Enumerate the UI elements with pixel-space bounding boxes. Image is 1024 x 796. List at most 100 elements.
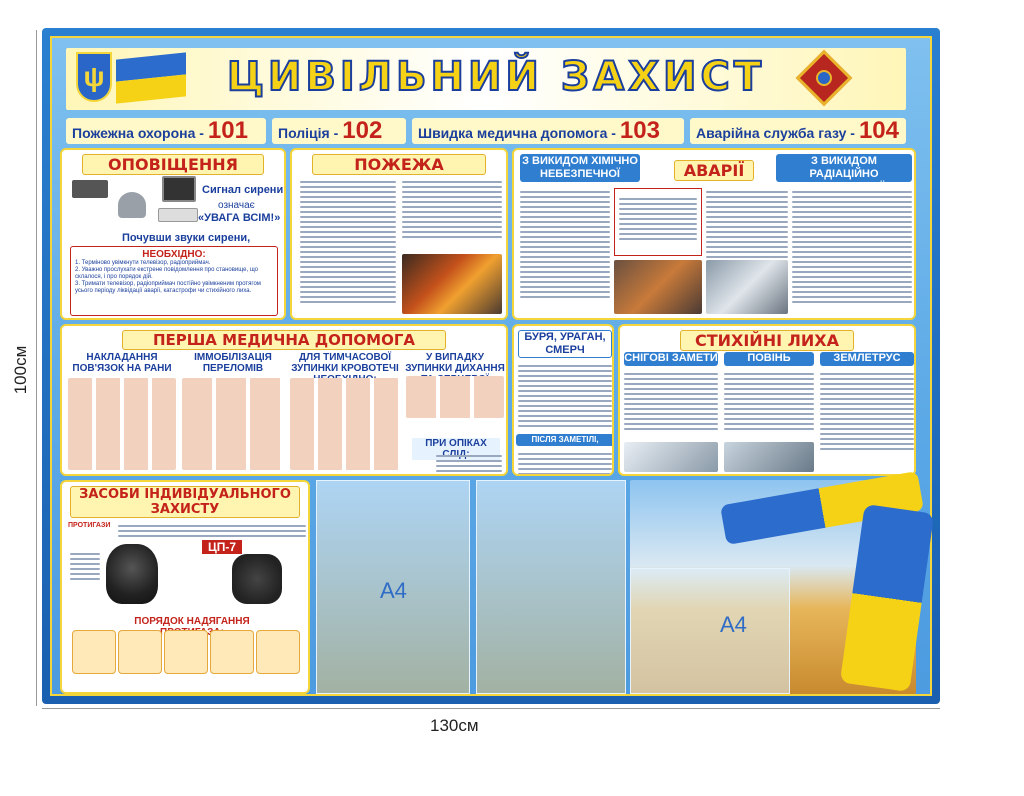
alert-step: 1. Терміново увімкнути телевізор, радіоп… bbox=[75, 260, 211, 266]
gasmask-icon bbox=[106, 544, 158, 604]
panel-title: СТИХІЙНІ ЛИХА bbox=[680, 330, 854, 351]
donning-step-5 bbox=[256, 630, 300, 674]
phone-label: Поліція - bbox=[278, 125, 339, 141]
panel-storm: БУРЯ, УРАГАН, СМЕРЧ ПІСЛЯ ЗАМЕТІЛІ, УРАГ… bbox=[512, 324, 614, 476]
accidents-text bbox=[706, 188, 788, 266]
bleeding-illustrations bbox=[290, 378, 400, 470]
phone-number: 104 bbox=[858, 117, 899, 144]
header-bar: ψ ЦИВІЛЬНИЙ ЗАХИСТ bbox=[66, 48, 906, 110]
flood-text bbox=[724, 370, 814, 433]
storm-title: БУРЯ, УРАГАН, СМЕРЧ bbox=[518, 330, 612, 358]
radiation-text bbox=[792, 188, 912, 306]
pocket-a4[interactable] bbox=[316, 480, 470, 694]
ukraine-flag-icon bbox=[116, 52, 186, 104]
pocket-a4[interactable] bbox=[476, 480, 626, 694]
panel-title: ОПОВІЩЕННЯ bbox=[82, 154, 264, 175]
radiation-title: З ВИКИДОМ РАДІАЦІЙНО НЕБЕЗПЕЧНОЇ РЕЧОВИН… bbox=[776, 154, 912, 206]
donning-step-1 bbox=[72, 630, 116, 674]
phone-label: Пожежна охорона - bbox=[72, 125, 204, 141]
panel-first-aid: ПЕРША МЕДИЧНА ДОПОМОГА НАКЛАДАННЯ ПОВ'ЯЗ… bbox=[60, 324, 508, 476]
radio-icon bbox=[72, 180, 108, 198]
width-label: 130см bbox=[430, 716, 479, 735]
gasmask-heading: ПРОТИГАЗИ bbox=[68, 522, 111, 529]
siren-label: Сигнал сирени bbox=[202, 184, 284, 196]
height-dimension-line bbox=[36, 30, 37, 706]
tv-icon bbox=[162, 176, 196, 202]
fire-text bbox=[300, 178, 396, 306]
civil-defense-board: ψ ЦИВІЛЬНИЙ ЗАХИСТ Пожежна охорона -101 … bbox=[42, 28, 940, 704]
panel-title: ПЕРША МЕДИЧНА ДОПОМОГА bbox=[122, 330, 446, 350]
fire-text bbox=[402, 178, 502, 241]
snow-photo bbox=[624, 442, 718, 472]
panel-title: ЗАСОБИ ІНДИВІДУАЛЬНОГО ЗАХИСТУ bbox=[70, 486, 300, 518]
chem-title: З ВИКИДОМ ХІМІЧНО НЕБЕЗПЕЧНОЇ РЕЧОВИНИ bbox=[520, 154, 640, 193]
alert-instructions: НЕОБХІДНО: 1. Терміново увімкнути телеві… bbox=[70, 246, 278, 316]
accident-photo bbox=[706, 260, 788, 314]
panel-alert: ОПОВІЩЕННЯ Сигнал сирени означає «УВАГА … bbox=[60, 148, 286, 320]
height-label: 100см bbox=[11, 345, 30, 395]
civil-defense-emblem-icon bbox=[794, 48, 854, 108]
snow-text bbox=[624, 370, 718, 433]
donning-step-2 bbox=[118, 630, 162, 674]
storm-text bbox=[518, 362, 612, 430]
phone-number: 101 bbox=[207, 117, 248, 144]
storm-after-text bbox=[518, 450, 612, 474]
chem-photo bbox=[614, 260, 702, 314]
gasmask-parts bbox=[70, 550, 100, 583]
flood-title: ПОВІНЬ bbox=[724, 352, 814, 366]
earthquake-title: ЗЕМЛЕТРУС bbox=[820, 352, 914, 366]
phone-gas: Аварійна служба газу -104 bbox=[690, 118, 906, 144]
pocket-a4[interactable] bbox=[630, 568, 790, 694]
accidents-title: АВАРІЇ bbox=[674, 160, 754, 181]
bandage-illustrations bbox=[68, 378, 176, 470]
panel-fire: ПОЖЕЖА bbox=[290, 148, 508, 320]
chem-text bbox=[520, 188, 610, 301]
gasmask-model: ЦП-7 bbox=[202, 540, 243, 554]
burns-title: ПРИ ОПІКАХ СЛІД: bbox=[412, 438, 500, 460]
panel-accidents: З ВИКИДОМ ХІМІЧНО НЕБЕЗПЕЧНОЇ РЕЧОВИНИ А… bbox=[512, 148, 916, 320]
storm-after: ПІСЛЯ ЗАМЕТІЛІ, УРАГАНУ: bbox=[516, 434, 612, 456]
width-dimension-line bbox=[42, 708, 940, 709]
board-title: ЦИВІЛЬНИЙ ЗАХИСТ bbox=[226, 53, 766, 101]
emergency-phones: Пожежна охорона -101 Поліція -102 Швидка… bbox=[66, 118, 906, 144]
alert-step: 2. Уважно прослухати екстрене повідомлен… bbox=[75, 267, 259, 280]
gasmask-desc: ПРОТИГАЗИ bbox=[68, 522, 308, 530]
panel-title: ПОЖЕЖА bbox=[312, 154, 486, 175]
flood-photo bbox=[724, 442, 814, 472]
phone-label: Швидка медична допомога - bbox=[418, 125, 616, 141]
cpr-illustrations bbox=[406, 376, 504, 418]
phone-fire: Пожежна охорона -101 bbox=[66, 118, 266, 144]
phone-number: 102 bbox=[342, 117, 383, 144]
panel-ppe: ЗАСОБИ ІНДИВІДУАЛЬНОГО ЗАХИСТУ ПРОТИГАЗИ… bbox=[60, 480, 310, 694]
chem-forbidden-box bbox=[614, 188, 702, 256]
immobilization-illustrations bbox=[182, 378, 284, 470]
board-inner: ψ ЦИВІЛЬНИЙ ЗАХИСТ Пожежна охорона -101 … bbox=[50, 36, 935, 696]
panel-disasters: СТИХІЙНІ ЛИХА СНІГОВІ ЗАМЕТИ ПОВІНЬ ЗЕМЛ… bbox=[618, 324, 916, 476]
heard-label: Почувши звуки сирени, bbox=[122, 232, 251, 244]
siren-icon bbox=[118, 192, 146, 218]
pocket-label: A4 bbox=[720, 612, 747, 637]
burns-text bbox=[436, 452, 502, 474]
first-aid-sub: НАКЛАДАННЯ ПОВ'ЯЗОК НА РАНИ bbox=[72, 352, 172, 374]
trident-icon: ψ bbox=[76, 52, 112, 102]
required-label: НЕОБХІДНО: bbox=[142, 249, 206, 260]
gasmask-kit-icon bbox=[232, 554, 282, 604]
fire-photo bbox=[402, 254, 502, 314]
car-icon bbox=[158, 208, 198, 222]
pocket-label: A4 bbox=[380, 578, 407, 603]
phone-ambulance: Швидка медична допомога -103 bbox=[412, 118, 684, 144]
height-dimension: 100см bbox=[6, 300, 36, 450]
means-label: означає bbox=[218, 200, 255, 211]
donning-step-4 bbox=[210, 630, 254, 674]
earthquake-text bbox=[820, 370, 914, 453]
phone-police: Поліція -102 bbox=[272, 118, 406, 144]
gasmask-text bbox=[118, 522, 306, 540]
first-aid-sub: ІММОБІЛІЗАЦІЯ ПЕРЕЛОМІВ bbox=[194, 352, 272, 374]
donning-step-3 bbox=[164, 630, 208, 674]
phone-number: 103 bbox=[619, 117, 660, 144]
snow-title: СНІГОВІ ЗАМЕТИ bbox=[624, 352, 718, 366]
attention-label: «УВАГА ВСІМ!» bbox=[198, 212, 281, 224]
phone-label: Аварійна служба газу - bbox=[696, 125, 855, 141]
alert-step: 3. Тримати телевізор, радіоприймач пості… bbox=[75, 281, 261, 294]
